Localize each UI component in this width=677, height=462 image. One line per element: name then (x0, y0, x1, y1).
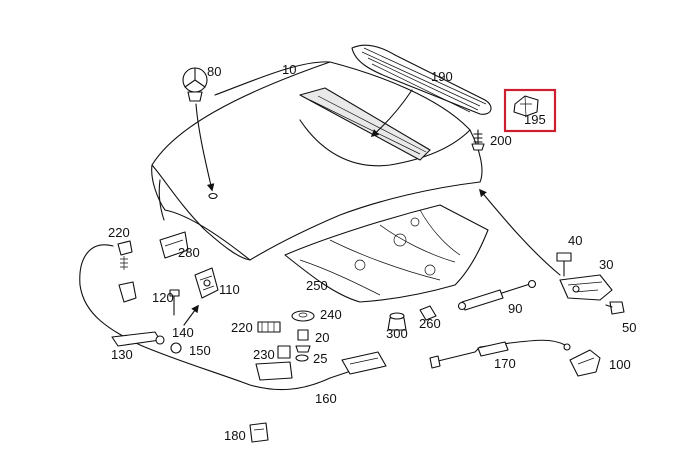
part-label: 110 (219, 282, 240, 297)
part-label: 190 (431, 69, 453, 84)
washer-part (295, 354, 309, 362)
part-label: 25 (313, 351, 327, 366)
part-label: 200 (490, 133, 512, 148)
part-label: 240 (320, 307, 342, 322)
lock-bracket (159, 231, 189, 259)
part-label: 100 (609, 357, 631, 372)
screw-part (471, 129, 485, 151)
part-label: 250 (306, 278, 328, 293)
safety-catch (118, 281, 137, 303)
part-label: 195 (524, 112, 546, 127)
bolt-part (295, 329, 311, 353)
part-label: 90 (508, 301, 522, 316)
pointer-arrow (479, 188, 561, 276)
part-label: 130 (111, 347, 133, 362)
part-label: 260 (419, 316, 441, 331)
clip-part (513, 95, 539, 117)
spring-part (257, 321, 281, 333)
bolt-part (556, 252, 572, 277)
gas-strut (457, 279, 537, 311)
hood-lock (194, 267, 219, 299)
spring-part (117, 240, 133, 270)
part-label: 220 (231, 320, 253, 335)
star-emblem (182, 67, 208, 102)
clip-part (419, 305, 437, 321)
pointer-arrow (370, 89, 413, 138)
part-label: 220 (108, 225, 130, 240)
clip-part (249, 422, 269, 443)
part-label: 150 (189, 343, 211, 358)
part-labels: 80 10 190 195 200 220 280 120 110 40 30 … (108, 62, 636, 443)
rubber-plug (387, 312, 407, 331)
part-label: 280 (178, 245, 200, 260)
hood-panel (151, 61, 483, 261)
part-label: 80 (207, 64, 221, 79)
part-label: 10 (282, 62, 296, 77)
part-label: 40 (568, 233, 582, 248)
part-label: 170 (494, 356, 516, 371)
nut-part (277, 345, 291, 359)
part-label: 30 (599, 257, 613, 272)
pointer-arrow (195, 103, 215, 192)
part-label: 120 (152, 290, 174, 305)
part-label: 230 (253, 347, 275, 362)
cable-clip (155, 335, 182, 354)
part-label: 20 (315, 330, 329, 345)
part-label: 300 (386, 326, 408, 341)
buffer-part (291, 310, 315, 322)
air-grille (351, 44, 492, 115)
part-label: 180 (224, 428, 246, 443)
hood-release-cable (79, 244, 387, 391)
bolt-part (605, 301, 625, 315)
hood-insulation (284, 204, 489, 303)
release-cable (429, 339, 571, 369)
part-label: 140 (172, 325, 194, 340)
release-handle (569, 349, 601, 377)
lock-bracket (255, 361, 293, 381)
part-label: 50 (622, 320, 636, 335)
part-label: 160 (315, 391, 337, 406)
pointer-arrow (183, 304, 199, 326)
bolt-part (169, 289, 180, 316)
highlight-box (503, 88, 557, 133)
hood-hinge (559, 274, 613, 301)
